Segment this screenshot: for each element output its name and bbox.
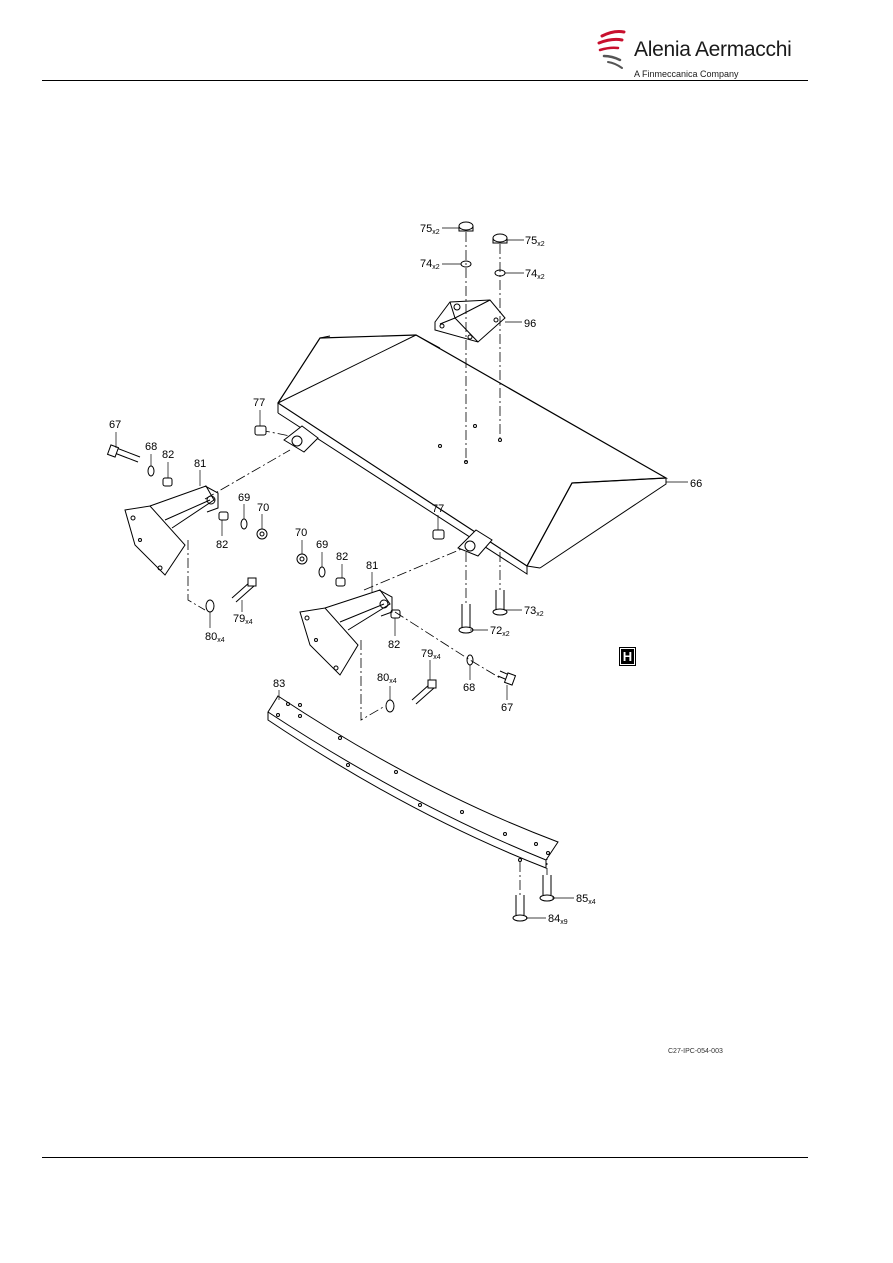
brand-tagline: A Finmeccanica Company [634, 69, 739, 79]
callout-labels: 75x2 75x2 74x2 74x2 96 77 67 68 82 81 69… [109, 223, 702, 926]
nut-70-b [296, 553, 308, 565]
bracket-81-right [299, 589, 393, 676]
screw-84 [512, 895, 528, 922]
callout-67-left: 67 [109, 419, 121, 431]
bushing-77-left [254, 425, 267, 436]
figure-reference: C27-IPC-054-003 [668, 1048, 723, 1055]
callout-82-d: 82 [388, 639, 400, 651]
callout-82-c: 82 [336, 551, 348, 563]
screw-85 [539, 875, 555, 902]
company-logo: Alenia Aermacchi A Finmeccanica Company [596, 24, 796, 82]
callout-77-right: 77 [432, 503, 444, 515]
bushing-77-right [432, 529, 445, 540]
callout-96: 96 [524, 318, 536, 330]
hinge-fitting-right [457, 529, 493, 557]
leader-lines [115, 227, 688, 919]
washer-80-b [385, 699, 395, 713]
nut-75-right [492, 233, 508, 244]
washer-69-b [318, 566, 326, 578]
callout-83: 83 [273, 678, 285, 690]
callout-70-a: 70 [257, 502, 269, 514]
callout-75-left: 75x2 [420, 223, 440, 236]
bracket-81-left [124, 485, 219, 576]
header-rule [42, 80, 808, 81]
bolt-73 [492, 590, 508, 616]
bushing-82-a [162, 477, 173, 487]
washer-68-right [466, 654, 474, 666]
callout-81-right: 81 [366, 560, 378, 572]
callout-80-a: 80x4 [205, 631, 225, 644]
washer-69-a [240, 518, 248, 530]
bushing-82-b [218, 511, 229, 521]
fairing-panel [277, 334, 669, 575]
bushing-82-c [335, 577, 346, 587]
bolt-67-left [106, 444, 141, 463]
bushing-82-d [390, 609, 401, 619]
callout-79-b: 79x4 [421, 648, 441, 661]
callout-84: 84x9 [548, 913, 568, 926]
nut-75-left [458, 221, 474, 232]
callout-74-right: 74x2 [525, 268, 545, 281]
callout-82-a: 82 [162, 449, 174, 461]
callout-69-b: 69 [316, 539, 328, 551]
callout-70-b: 70 [295, 527, 307, 539]
callout-74-left: 74x2 [420, 258, 440, 271]
bolt-72 [458, 604, 474, 634]
washer-68-left [147, 465, 155, 477]
callout-79-a: 79x4 [233, 613, 253, 626]
callout-80-b: 80x4 [377, 672, 397, 685]
callout-69-a: 69 [238, 492, 250, 504]
mount-block [434, 299, 506, 343]
washer-80-a [205, 599, 215, 613]
callout-77-left: 77 [253, 397, 265, 409]
bolt-67-right [497, 670, 517, 686]
strip-83 [267, 695, 559, 869]
callout-85: 85x4 [576, 893, 596, 906]
callout-81-left: 81 [194, 458, 206, 470]
nut-70-a [256, 528, 268, 540]
callout-73: 73x2 [524, 605, 544, 618]
footer-rule [42, 1157, 808, 1158]
hinge-fitting-left [283, 425, 319, 453]
bolt-79-a [231, 577, 257, 603]
callout-66: 66 [690, 478, 702, 490]
callout-68-left: 68 [145, 441, 157, 453]
callout-72: 72x2 [490, 625, 510, 638]
callout-67-right: 67 [501, 702, 513, 714]
callout-68-right: 68 [463, 682, 475, 694]
callout-75-right: 75x2 [525, 235, 545, 248]
view-marker: H [619, 647, 636, 666]
brand-name: Alenia Aermacchi [634, 38, 792, 61]
bolt-79-b [411, 679, 437, 705]
centre-lines [187, 232, 548, 895]
logo-swoosh-icon [597, 30, 626, 69]
callout-82-b: 82 [216, 539, 228, 551]
